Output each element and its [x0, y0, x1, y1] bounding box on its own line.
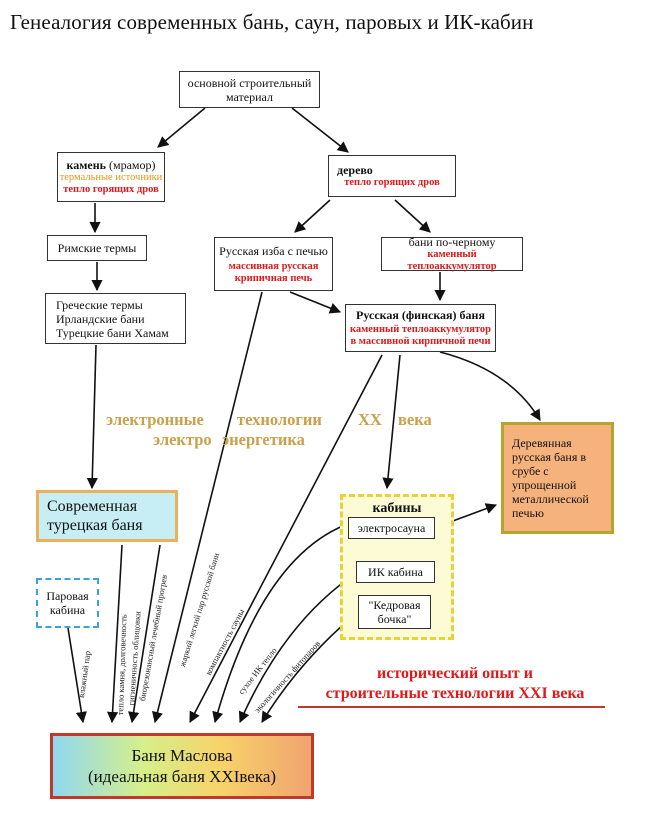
node-wooden-bath: Деревянная русская баня в срубе с упроще… [501, 422, 614, 534]
arrow-steam-maslov [67, 627, 87, 724]
node-roman: Римские термы [47, 235, 147, 261]
arrow-material-wood [291, 107, 349, 153]
node-greek: Греческие термы Ирландские бани Турецкие… [45, 293, 186, 344]
node-black-bath: бани по-черному каменный теплоаккумулято… [381, 235, 523, 272]
annotation-tech-3: XX [358, 410, 382, 429]
node-russian-bath: Русская (финская) баня каменный теплоакк… [345, 304, 496, 352]
arrow-russian-wooden [439, 351, 541, 421]
arrow-turkish-maslov-2 [128, 544, 161, 724]
node-stone: камень (мрамор) термальные источники теп… [57, 152, 165, 202]
arrow-wood-black [394, 199, 431, 233]
arrow-electro-maslov [212, 524, 346, 724]
node-electrosauna: электросауна [348, 517, 435, 539]
node-modern-turkish: Современная турецкая баня [36, 490, 178, 542]
node-steam-cabin: Паровая кабина [36, 578, 99, 628]
node-wood: дерево тепло горящих дров [328, 155, 456, 197]
annotation-tech-2: технологии [237, 410, 322, 429]
node-ir-cabin: ИК кабина [356, 561, 435, 583]
arrow-izba-maslov [151, 291, 263, 724]
annotation-tech-1: электронные [106, 410, 204, 429]
page-title: Генеалогия современных бань, саун, паров… [10, 10, 534, 34]
node-cedar-barrel: "Кедровая бочка" [358, 595, 431, 629]
annotation-tech-4: века [398, 410, 432, 429]
node-material: основной строительный материал [179, 71, 320, 108]
node-maslov: Баня Маслова (идеальная баня XXIвека) [50, 733, 314, 799]
arrow-russian-cabins [382, 354, 401, 490]
arrow-turkish-maslov [106, 544, 123, 724]
arrow-russian-maslov [189, 354, 383, 723]
arrow-izba-russian [289, 291, 342, 314]
annotation-historical: исторический опыт и строительные техноло… [325, 665, 585, 702]
annotation-energy-1: электро [153, 430, 212, 449]
arrow-greek-turkish [86, 344, 98, 490]
arrow-material-stone [157, 107, 206, 148]
node-izba: Русская изба с печью массивная русская к… [214, 237, 333, 291]
annotation-energy-2: энергетика [222, 430, 305, 449]
arrow-wood-izba [294, 199, 331, 233]
